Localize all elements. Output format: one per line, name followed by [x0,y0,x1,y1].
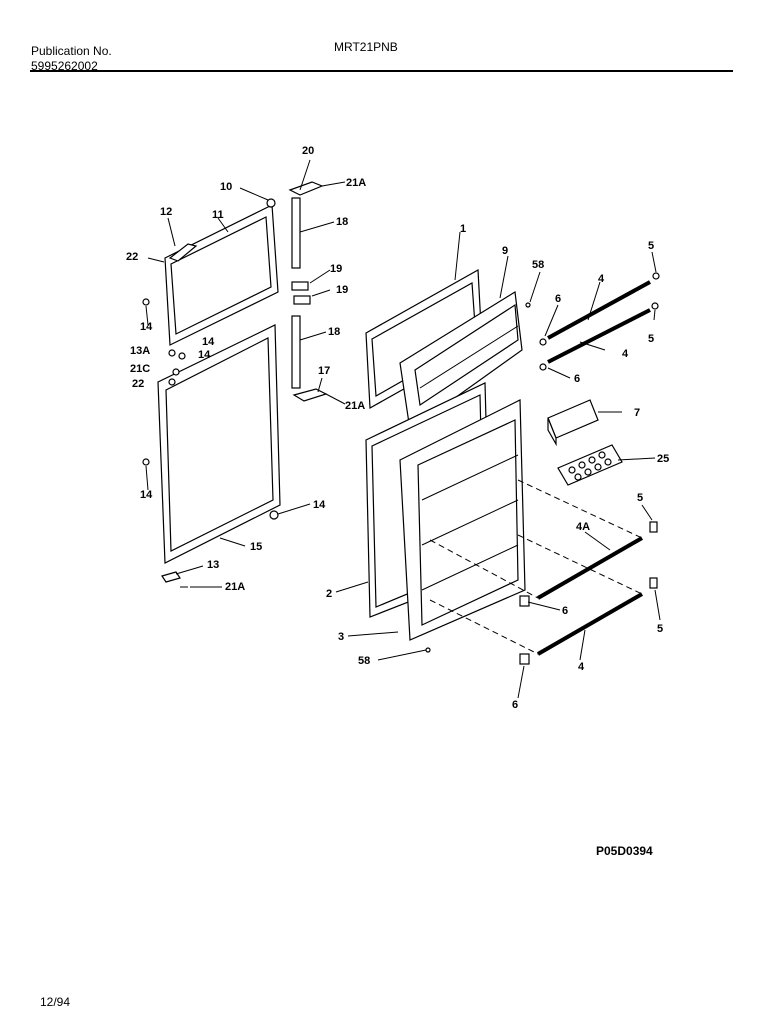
callout-4A: 4A [576,521,590,533]
callout-labels: 20 21A 10 12 11 18 22 19 19 14 18 14 13A… [126,145,669,711]
freezer-door-liner [399,290,523,432]
footer-date: 12/94 [40,995,71,1009]
callout-14: 14 [313,499,326,511]
callout-6: 6 [555,293,561,305]
callout-10: 10 [220,181,232,193]
callout-4: 4 [622,348,629,360]
callout-5: 5 [657,623,663,635]
callout-4: 4 [598,273,605,285]
callout-1: 1 [460,223,466,235]
callout-21A: 21A [225,581,245,593]
publication-label: Publication No. [31,44,112,58]
callout-14: 14 [202,336,215,348]
callout-15: 15 [250,541,262,553]
callout-4: 4 [578,661,585,673]
callout-19: 19 [336,284,348,296]
header-rule [30,70,733,72]
diagram-code: P05D0394 [596,844,653,858]
callout-6: 6 [512,699,518,711]
callout-19: 19 [330,263,342,275]
callout-18: 18 [336,216,348,228]
dairy-bin [547,399,599,447]
callout-25: 25 [657,453,669,465]
callout-20: 20 [302,145,314,157]
callout-5: 5 [648,333,654,345]
callout-21C: 21C [130,363,150,375]
callout-3: 3 [338,631,344,643]
publication-number: 5995262002 [31,59,98,73]
callout-5: 5 [648,240,654,252]
callout-12: 12 [160,206,172,218]
callout-2: 2 [326,588,332,600]
callout-6: 6 [574,373,580,385]
callout-22: 22 [132,378,144,390]
callout-21A: 21A [346,177,366,189]
callout-22: 22 [126,251,138,263]
callout-14: 14 [140,321,153,333]
freezer-gasket [164,204,279,346]
callout-7: 7 [634,407,640,419]
callout-21A: 21A [345,400,365,412]
fresh-food-gasket [157,324,281,564]
callout-14: 14 [140,489,153,501]
callout-18: 18 [328,326,340,338]
egg-tray [557,444,623,486]
callout-58: 58 [532,259,544,271]
model-number: MRT21PNB [334,40,398,54]
callout-13: 13 [207,559,219,571]
callout-17: 17 [318,365,330,377]
shelf-bars [429,280,651,656]
callout-6: 6 [562,605,568,617]
callout-5: 5 [637,492,643,504]
callout-11: 11 [212,209,224,221]
callout-13A: 13A [130,345,150,357]
callout-9: 9 [502,245,508,257]
leader-lines [145,159,661,699]
callout-58: 58 [358,655,370,667]
callout-14: 14 [198,349,211,361]
